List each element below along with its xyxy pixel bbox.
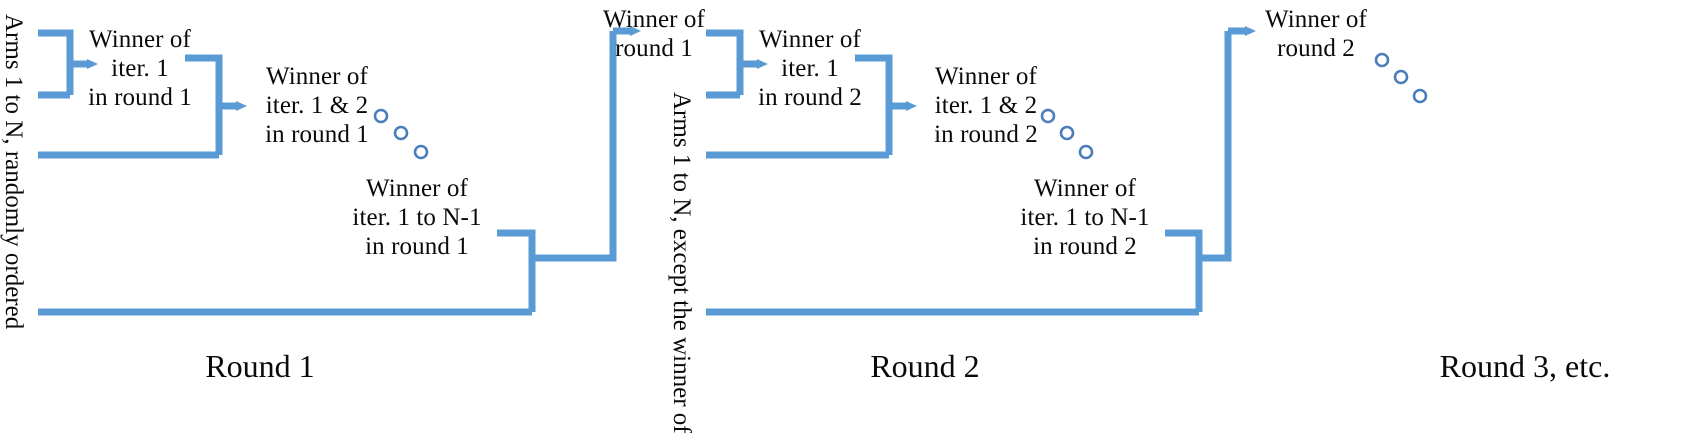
node-r2-iter1: Winner of iter. 1 in round 2 — [756, 25, 864, 112]
node-r1-iterN1-line-1: Winner of — [366, 175, 468, 202]
node-r1-iterN1: Winner of iter. 1 to N-1 in round 1 — [337, 174, 497, 261]
input-label-round-1-line-2: randomly ordered — [0, 150, 27, 330]
node-r1-winner: Winner of round 1 — [600, 5, 708, 63]
node-r1-iter1-line-2: iter. 1 — [111, 55, 169, 82]
node-r2-iterN1-line-3: in round 2 — [1033, 233, 1137, 260]
connector-r2-b3-top — [1165, 229, 1203, 312]
input-label-round-2-line-1: Arms 1 to N, except the — [668, 92, 695, 331]
node-r1-iter12-line-3: in round 1 — [265, 121, 369, 148]
node-r1-winner-line-2: round 1 — [615, 35, 693, 62]
input-label-round-1-line-1: Arms 1 to N, — [0, 14, 27, 145]
node-r1-iter1: Winner of iter. 1 in round 1 — [86, 25, 194, 112]
input-label-round-2: Arms 1 to N, except the winner of round … — [667, 92, 697, 433]
connector-r1-b3-top — [497, 229, 536, 312]
node-r2-winner-line-1: Winner of — [1265, 6, 1367, 33]
node-r1-iter1-line-1: Winner of — [89, 26, 191, 53]
connector-r2-riser — [1199, 31, 1232, 262]
round-caption-1: Round 1 — [205, 348, 315, 384]
input-label-round-1: Arms 1 to N, randomly ordered — [0, 14, 28, 329]
node-r1-iter1-line-3: in round 1 — [88, 84, 192, 111]
connector-r2-b1-top — [706, 29, 744, 95]
round-caption-3: Round 3, etc. — [1439, 348, 1611, 384]
node-r1-iterN1-line-2: iter. 1 to N-1 — [352, 204, 482, 231]
node-r2-iter1-line-1: Winner of — [759, 26, 861, 53]
node-r2-iterN1-line-1: Winner of — [1034, 175, 1136, 202]
node-r1-iter12-line-2: iter. 1 & 2 — [265, 92, 369, 119]
node-r2-iterN1-line-2: iter. 1 to N-1 — [1020, 204, 1150, 231]
node-r1-iterN1-line-3: in round 1 — [365, 233, 469, 260]
connector-r1-b2-top — [185, 54, 223, 155]
connector-r2-b2-top — [855, 54, 893, 155]
node-r2-iter12: Winner of iter. 1 & 2 in round 2 — [922, 62, 1050, 149]
node-r2-iter12-line-2: iter. 1 & 2 — [934, 92, 1038, 119]
node-r2-iter12-line-1: Winner of — [935, 63, 1037, 90]
node-r2-iter1-line-2: iter. 1 — [781, 55, 839, 82]
node-r1-winner-line-1: Winner of — [603, 6, 705, 33]
node-r2-winner-line-2: round 2 — [1277, 35, 1355, 62]
connector-r1-b1-top — [38, 29, 74, 95]
input-label-round-2-line-2: winner of round 1, — [668, 337, 695, 433]
node-r2-winner: Winner of round 2 — [1262, 5, 1370, 63]
ellipsis-round-1 — [373, 108, 429, 160]
ellipsis-round-3 — [1374, 52, 1428, 104]
ellipsis-round-2 — [1040, 108, 1094, 160]
connector-r1-riser — [532, 31, 617, 262]
node-r1-iter12-line-1: Winner of — [266, 63, 368, 90]
node-r2-iter12-line-3: in round 2 — [934, 121, 1038, 148]
round-caption-2: Round 2 — [870, 348, 980, 384]
node-r2-iterN1: Winner of iter. 1 to N-1 in round 2 — [1005, 174, 1165, 261]
node-r1-iter12: Winner of iter. 1 & 2 in round 1 — [253, 62, 381, 149]
node-r2-iter1-line-3: in round 2 — [758, 84, 862, 111]
